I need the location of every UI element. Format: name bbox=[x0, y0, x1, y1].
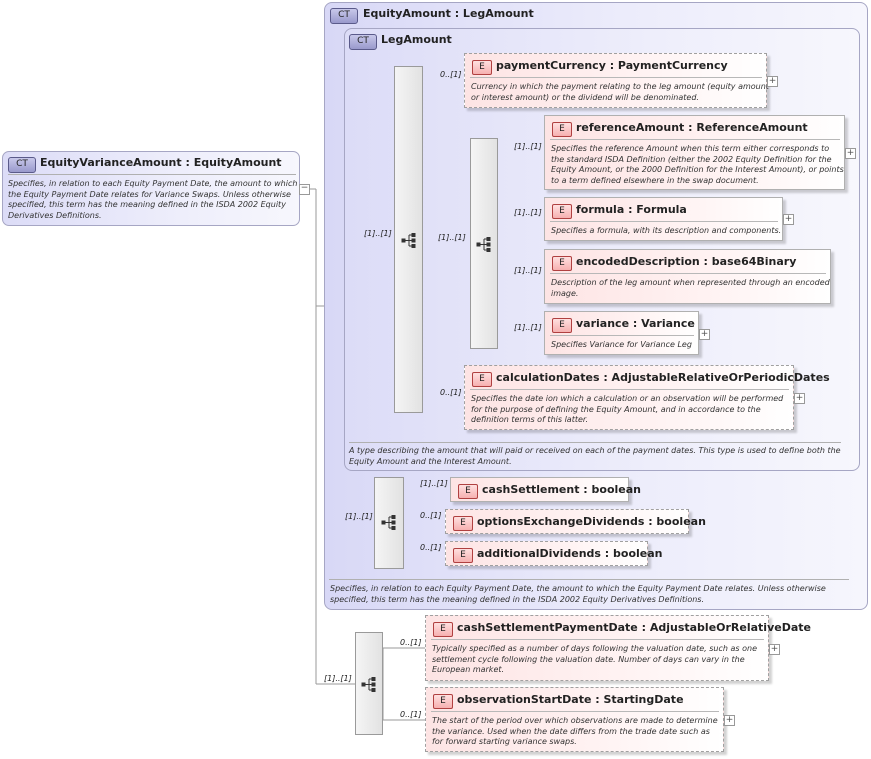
complex-type-badge: CT bbox=[330, 8, 358, 24]
options-exchange-dividends-cardinality: 0..[1] bbox=[420, 511, 442, 520]
expand-payment-currency-icon[interactable]: + bbox=[767, 76, 778, 87]
element-badge: E bbox=[552, 204, 572, 219]
encoded-description-cardinality: [1]..[1] bbox=[514, 266, 542, 275]
element-badge: E bbox=[453, 548, 473, 563]
element-name: cashSettlementPaymentDate : AdjustableOr… bbox=[457, 621, 811, 634]
element-separator bbox=[431, 639, 764, 640]
variance-element[interactable]: E variance : Variance Specifies Variance… bbox=[544, 311, 699, 355]
element-doc: Specifies the date ion which a calculati… bbox=[471, 394, 784, 424]
root-type-doc: Specifies, in relation to each Equity Pa… bbox=[8, 179, 298, 220]
element-badge: E bbox=[552, 122, 572, 137]
calculation-dates-element[interactable]: E calculationDates : AdjustableRelativeO… bbox=[464, 365, 830, 430]
element-name: additionalDividends : boolean bbox=[477, 547, 663, 560]
element-doc: The start of the period over which obser… bbox=[432, 716, 718, 746]
element-doc: Specifies a formula, with its descriptio… bbox=[551, 226, 782, 235]
equity-sequence-compositor[interactable] bbox=[374, 477, 404, 569]
cash-settlement-payment-date-cardinality: 0..[1] bbox=[400, 638, 422, 647]
reference-amount-element[interactable]: E referenceAmount : ReferenceAmount Spec… bbox=[544, 115, 845, 190]
choice-sequence-compositor[interactable] bbox=[470, 138, 498, 349]
additional-dividends-element[interactable]: E additionalDividends : boolean bbox=[445, 541, 663, 566]
encoded-description-element[interactable]: E encodedDescription : base64Binary Desc… bbox=[544, 249, 831, 304]
element-badge: E bbox=[472, 372, 492, 387]
leg-amount-doc: A type describing the amount that will p… bbox=[349, 446, 841, 466]
element-doc: Currency in which the payment relating t… bbox=[471, 82, 769, 102]
doc-separator bbox=[329, 579, 849, 580]
title-separator bbox=[8, 174, 296, 175]
payment-currency-element[interactable]: E paymentCurrency : PaymentCurrency Curr… bbox=[464, 53, 769, 108]
element-separator bbox=[550, 273, 826, 274]
collapse-root-icon[interactable]: − bbox=[299, 183, 310, 195]
variance-sequence-compositor[interactable] bbox=[355, 632, 383, 735]
additional-dividends-cardinality: 0..[1] bbox=[420, 543, 442, 552]
expand-reference-amount-icon[interactable]: + bbox=[845, 148, 856, 159]
leg-sequence-compositor[interactable] bbox=[394, 66, 423, 413]
expand-calculation-dates-icon[interactable]: + bbox=[794, 393, 805, 404]
observation-start-date-element[interactable]: E observationStartDate : StartingDate Th… bbox=[425, 687, 724, 752]
element-separator bbox=[550, 221, 778, 222]
element-separator bbox=[431, 711, 719, 712]
equity-sequence-cardinality: [1]..[1] bbox=[345, 512, 373, 521]
variance-cardinality: [1]..[1] bbox=[514, 323, 542, 332]
element-badge: E bbox=[458, 484, 478, 499]
element-name: variance : Variance bbox=[576, 317, 695, 330]
element-name: calculationDates : AdjustableRelativeOrP… bbox=[496, 371, 830, 384]
sequence-icon bbox=[381, 515, 396, 530]
cash-settlement-cardinality: [1]..[1] bbox=[420, 479, 448, 488]
element-separator bbox=[470, 77, 762, 78]
leg-amount-title: LegAmount bbox=[381, 33, 452, 46]
element-name: cashSettlement : boolean bbox=[482, 483, 641, 496]
choice-sequence-cardinality: [1]..[1] bbox=[438, 233, 466, 242]
payment-currency-cardinality: 0..[1] bbox=[440, 70, 462, 79]
element-badge: E bbox=[472, 60, 492, 75]
element-badge: E bbox=[433, 694, 453, 709]
calculation-dates-cardinality: 0..[1] bbox=[440, 388, 462, 397]
root-type-box[interactable]: CT EquityVarianceAmount : EquityAmount S… bbox=[2, 151, 300, 226]
element-badge: E bbox=[453, 516, 473, 531]
expand-formula-icon[interactable]: + bbox=[783, 214, 794, 225]
formula-element[interactable]: E formula : Formula Specifies a formula,… bbox=[544, 197, 783, 241]
element-name: observationStartDate : StartingDate bbox=[457, 693, 684, 706]
element-doc: Specifies Variance for Variance Leg bbox=[551, 340, 692, 349]
sequence-icon bbox=[361, 677, 376, 692]
cash-settlement-payment-date-element[interactable]: E cashSettlementPaymentDate : Adjustable… bbox=[425, 615, 811, 681]
variance-sequence-cardinality: [1]..[1] bbox=[324, 674, 352, 683]
equity-amount-doc: Specifies, in relation to each Equity Pa… bbox=[330, 584, 826, 604]
element-doc: Specifies the reference Amount when this… bbox=[551, 144, 844, 185]
equity-amount-title: EquityAmount : LegAmount bbox=[363, 7, 534, 20]
element-doc: Description of the leg amount when repre… bbox=[551, 278, 830, 298]
element-badge: E bbox=[552, 256, 572, 271]
complex-type-badge: CT bbox=[349, 34, 377, 50]
complex-type-badge: CT bbox=[8, 157, 36, 173]
formula-cardinality: [1]..[1] bbox=[514, 208, 542, 217]
sequence-icon bbox=[401, 233, 416, 248]
observation-start-date-cardinality: 0..[1] bbox=[400, 710, 422, 719]
element-separator bbox=[550, 335, 694, 336]
element-name: optionsExchangeDividends : boolean bbox=[477, 515, 706, 528]
element-doc: Typically specified as a number of days … bbox=[432, 644, 758, 674]
element-badge: E bbox=[433, 622, 453, 637]
expand-cash-settlement-payment-date-icon[interactable]: + bbox=[769, 644, 780, 655]
element-separator bbox=[470, 389, 789, 390]
element-badge: E bbox=[552, 318, 572, 333]
element-name: encodedDescription : base64Binary bbox=[576, 255, 797, 268]
element-name: referenceAmount : ReferenceAmount bbox=[576, 121, 808, 134]
leg-sequence-cardinality: [1]..[1] bbox=[364, 229, 392, 238]
expand-observation-start-date-icon[interactable]: + bbox=[724, 715, 735, 726]
sequence-icon bbox=[476, 237, 491, 252]
doc-separator bbox=[349, 442, 841, 443]
options-exchange-dividends-element[interactable]: E optionsExchangeDividends : boolean bbox=[445, 509, 706, 534]
element-name: formula : Formula bbox=[576, 203, 687, 216]
element-separator bbox=[550, 139, 840, 140]
reference-amount-cardinality: [1]..[1] bbox=[514, 142, 542, 151]
root-type-name: EquityVarianceAmount : EquityAmount bbox=[40, 156, 282, 169]
cash-settlement-element[interactable]: E cashSettlement : boolean bbox=[450, 477, 641, 502]
element-name: paymentCurrency : PaymentCurrency bbox=[496, 59, 728, 72]
expand-variance-icon[interactable]: + bbox=[699, 329, 710, 340]
